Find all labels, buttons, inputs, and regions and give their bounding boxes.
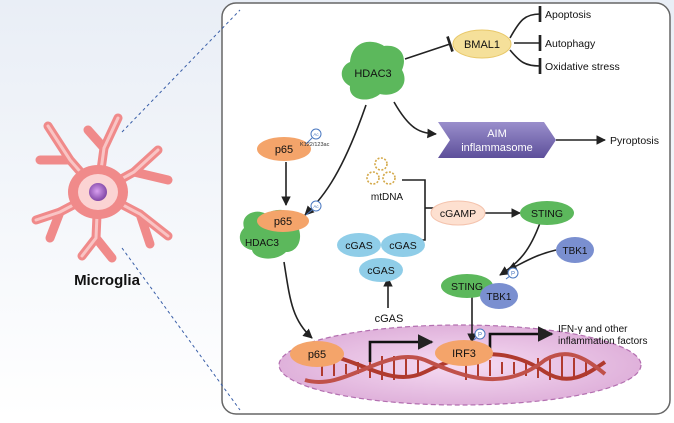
hdac3-bound-label: HDAC3 bbox=[245, 238, 279, 249]
hdac3-node: HDAC3 bbox=[341, 41, 405, 100]
cgas-cluster: cGAS cGAS cGAS bbox=[337, 233, 425, 282]
svg-text:IRF3: IRF3 bbox=[452, 348, 476, 360]
svg-text:STING: STING bbox=[531, 208, 563, 220]
pyroptosis-label: Pyroptosis bbox=[610, 135, 659, 147]
sting-complex-label: STING bbox=[451, 281, 483, 293]
irf3-node: IRF3 bbox=[435, 340, 493, 366]
acetyl-marker-icon: Ac bbox=[305, 128, 322, 145]
svg-text:P: P bbox=[511, 272, 515, 278]
microglia-label: Microglia bbox=[74, 272, 141, 289]
cgas-gene-label: cGAS bbox=[375, 313, 404, 325]
ifn-factors-line2: inflammation factors bbox=[558, 336, 647, 347]
sting-node: STING bbox=[520, 201, 574, 225]
svg-text:AIM: AIM bbox=[487, 128, 507, 140]
bmal1-node: BMAL1 bbox=[452, 29, 512, 59]
cgas-bottom-label: cGAS bbox=[367, 265, 394, 277]
apoptosis-label: Apoptosis bbox=[545, 9, 591, 21]
svg-text:cGAMP: cGAMP bbox=[440, 208, 476, 220]
sting-tbk1-complex: STING TBK1 bbox=[441, 274, 518, 309]
svg-text:inflammasome: inflammasome bbox=[461, 142, 533, 154]
mtdna-label: mtDNA bbox=[371, 192, 404, 203]
phospho-marker-tbk1-icon: P bbox=[505, 267, 519, 280]
cgas-left-label: cGAS bbox=[345, 240, 372, 252]
p65-bound-label: p65 bbox=[274, 216, 292, 228]
autophagy-label: Autophagy bbox=[545, 38, 596, 50]
p65-nuclear-node: p65 bbox=[290, 341, 344, 367]
acetyl-marker-small-icon: Ac bbox=[305, 200, 322, 216]
svg-text:p65: p65 bbox=[308, 349, 326, 361]
oxidative-stress-label: Oxidative stress bbox=[545, 61, 620, 73]
mtdna-icon bbox=[366, 157, 396, 185]
ifn-factors-line1: IFN-γ and other bbox=[558, 324, 628, 335]
svg-text:Ac: Ac bbox=[313, 132, 319, 137]
microglia-cell-icon bbox=[31, 113, 173, 263]
p65-hdac3-complex: p65 HDAC3 bbox=[239, 209, 309, 259]
svg-text:P: P bbox=[478, 333, 482, 339]
p65-node: p65 bbox=[257, 137, 311, 161]
svg-text:BMAL1: BMAL1 bbox=[464, 39, 500, 51]
svg-text:HDAC3: HDAC3 bbox=[354, 68, 391, 80]
svg-text:Ac: Ac bbox=[313, 204, 319, 209]
acetylation-sites-label: K122/123ac bbox=[300, 142, 330, 148]
tbk1-complex-label: TBK1 bbox=[486, 292, 511, 303]
aim-inflammasome-node: AIM inflammasome bbox=[438, 122, 556, 158]
svg-text:TBK1: TBK1 bbox=[562, 246, 587, 257]
tbk1-node: TBK1 bbox=[556, 237, 594, 263]
cgas-right-label: cGAS bbox=[389, 240, 416, 252]
svg-text:p65: p65 bbox=[275, 144, 293, 156]
cgamp-node: cGAMP bbox=[430, 200, 486, 226]
phospho-marker-irf3-icon: P bbox=[473, 328, 486, 341]
